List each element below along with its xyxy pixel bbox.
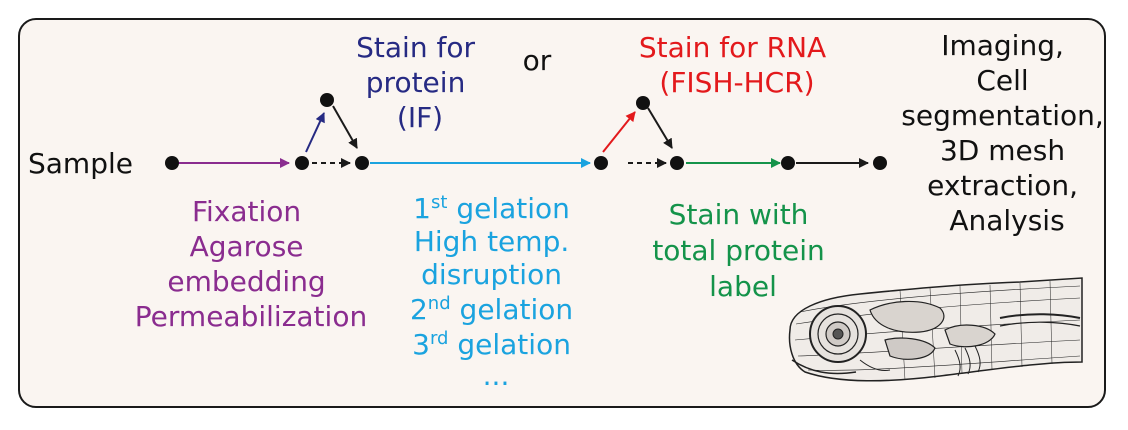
label-stain-rna: Stain for RNA (FISH-HCR) xyxy=(639,31,835,99)
label-gelation-steps: 1st gelation High temp. disruption 2nd g… xyxy=(410,192,582,392)
node-total-stained xyxy=(781,156,795,170)
node-rna-stained xyxy=(636,96,650,110)
label-or: or xyxy=(523,44,552,77)
label-stain-protein: Stain for protein (IF) xyxy=(356,31,484,134)
label-fixation-steps: Fixation Agarose embedding Permeabilizat… xyxy=(135,195,367,333)
node-protein-stained xyxy=(320,93,334,107)
arrow-from-rna-stain xyxy=(647,107,673,149)
label-sample: Sample xyxy=(28,147,133,180)
arrow-from-protein-stain xyxy=(332,105,358,149)
node-pre-gelation xyxy=(355,156,369,170)
label-total-protein-stain: Stain with total protein label xyxy=(652,198,833,303)
fish-head-mesh-illustration xyxy=(788,277,1083,382)
arrow-to-protein-stain xyxy=(305,112,325,153)
node-sample xyxy=(165,156,179,170)
node-fixed xyxy=(295,156,309,170)
node-imaging xyxy=(873,156,887,170)
arrow-to-rna-stain xyxy=(602,111,636,153)
label-imaging-analysis: Imaging, Cell segmentation, 3D mesh extr… xyxy=(901,29,1112,237)
node-pre-total-stain xyxy=(670,156,684,170)
node-gelated xyxy=(594,156,608,170)
